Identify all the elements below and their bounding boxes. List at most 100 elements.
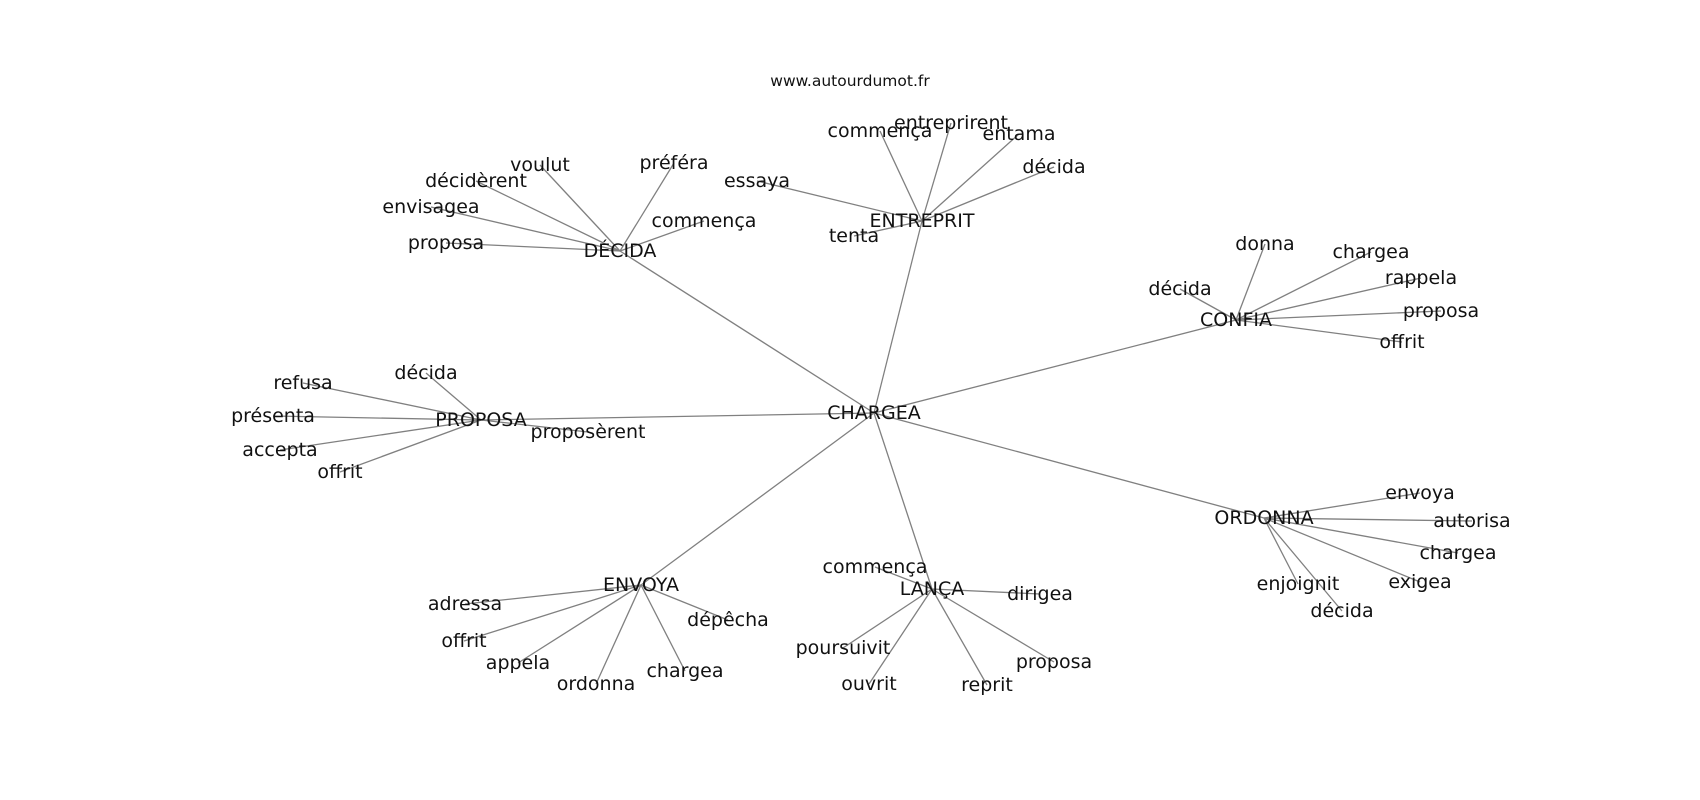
labels-layer: CHARGEA DÉCIDA ENTREPRIT CONFIA PROPOSA ORDON… xyxy=(231,112,1511,696)
edge-ordonna-o_autorisa xyxy=(1263,517,1473,522)
edge-ordonna-o_exigea xyxy=(1263,517,1421,583)
word-node-o-decida[interactable]: décida xyxy=(1310,600,1373,622)
hub-node-decida[interactable]: DÉCIDA xyxy=(584,239,657,262)
edge-chargea-confia xyxy=(873,319,1237,414)
edge-confia-c_offrit xyxy=(1235,319,1403,343)
word-node-e-entama[interactable]: entama xyxy=(983,123,1056,145)
word-node-e-essaya[interactable]: essaya xyxy=(724,170,790,192)
edge-entreprit-e_entreprirent xyxy=(921,122,952,222)
edge-entreprit-e_decida xyxy=(921,166,1055,222)
edge-entreprit-e_entama xyxy=(921,133,1020,222)
edge-proposa-p_proposerent xyxy=(480,419,589,433)
word-node-c-offrit[interactable]: offrit xyxy=(1379,331,1424,353)
edges-layer xyxy=(272,122,1473,686)
word-node-v-depecha[interactable]: dépêcha xyxy=(687,609,769,631)
word-node-o-envoya[interactable]: envoya xyxy=(1385,482,1455,504)
word-node-d-prefera[interactable]: préféra xyxy=(640,152,709,174)
edge-proposa-p_refusa xyxy=(302,382,482,421)
edge-confia-c_donna xyxy=(1235,243,1266,321)
edge-envoya-v_adressa xyxy=(464,584,642,605)
hub-node-confia[interactable]: CONFIA xyxy=(1200,309,1272,331)
word-node-c-chargea[interactable]: chargea xyxy=(1332,241,1409,263)
word-node-p-accepta[interactable]: accepta xyxy=(242,439,317,461)
hub-node-lanca[interactable]: LANÇA xyxy=(900,578,965,600)
word-node-o-chargea[interactable]: chargea xyxy=(1419,542,1496,564)
edge-ordonna-o_envoya xyxy=(1263,492,1421,519)
edge-proposa-p_decida xyxy=(425,372,482,421)
edge-entreprit-e_essaya xyxy=(756,180,923,222)
edge-decida-d_voulut xyxy=(539,164,621,252)
edge-proposa-p_accepta xyxy=(279,419,482,451)
word-node-e-tenta[interactable]: tenta xyxy=(829,225,879,247)
word-node-c-rappela[interactable]: rappela xyxy=(1385,267,1457,289)
edge-chargea-decida xyxy=(619,250,875,414)
word-node-o-autorisa[interactable]: autorisa xyxy=(1433,510,1510,532)
edge-confia-c_proposa xyxy=(1235,310,1442,321)
edge-ordonna-o_enjoignit xyxy=(1263,517,1299,585)
edge-lanca-l_commenca xyxy=(874,566,933,590)
edge-envoya-v_chargea xyxy=(640,584,686,672)
edge-chargea-proposa xyxy=(480,412,875,421)
word-node-v-appela[interactable]: appela xyxy=(486,652,550,674)
edge-ordonna-o_chargea xyxy=(1263,517,1459,554)
word-node-e-commenca[interactable]: commença xyxy=(828,120,933,142)
hub-node-envoya[interactable]: ENVOYA xyxy=(603,574,679,596)
edge-lanca-l_ouvrit xyxy=(868,588,933,685)
edge-decida-d_prefera xyxy=(619,162,675,252)
edge-chargea-envoya xyxy=(640,412,875,586)
word-node-d-commenca[interactable]: commença xyxy=(652,210,757,232)
word-node-e-decida[interactable]: décida xyxy=(1022,156,1085,178)
edge-confia-c_chargea xyxy=(1235,251,1372,321)
word-node-o-exigea[interactable]: exigea xyxy=(1388,571,1451,593)
edge-entreprit-e_commenca xyxy=(879,130,923,222)
word-node-l-commenca[interactable]: commença xyxy=(823,556,928,578)
edge-proposa-p_presenta xyxy=(272,415,482,421)
word-node-l-dirigea[interactable]: dirigea xyxy=(1007,583,1073,605)
word-node-v-ordonna[interactable]: ordonna xyxy=(557,673,636,695)
word-node-p-proposerent[interactable]: proposèrent xyxy=(531,421,646,443)
word-node-v-chargea[interactable]: chargea xyxy=(646,660,723,682)
edge-chargea-lanca xyxy=(873,412,933,590)
word-node-v-offrit[interactable]: offrit xyxy=(441,630,486,652)
word-node-d-proposa[interactable]: proposa xyxy=(408,232,484,254)
word-node-p-presenta[interactable]: présenta xyxy=(231,405,315,427)
edge-decida-d_deciderent xyxy=(475,180,621,252)
word-node-d-envisagea[interactable]: envisagea xyxy=(382,196,479,218)
word-node-l-ouvrit[interactable]: ouvrit xyxy=(841,673,896,695)
word-node-p-offrit[interactable]: offrit xyxy=(317,461,362,483)
word-node-p-decida[interactable]: décida xyxy=(394,362,457,384)
hub-node-chargea[interactable]: CHARGEA xyxy=(827,402,920,424)
edge-chargea-entreprit xyxy=(873,220,923,414)
edge-envoya-v_ordonna xyxy=(595,584,642,685)
word-node-l-reprit[interactable]: reprit xyxy=(961,674,1013,696)
edge-lanca-l_reprit xyxy=(931,588,988,686)
hub-node-proposa[interactable]: PROPOSA xyxy=(435,409,526,431)
edge-chargea-ordonna xyxy=(873,412,1265,519)
edge-envoya-v_depecha xyxy=(640,584,729,621)
hub-node-ordonna[interactable]: ORDONNA xyxy=(1214,507,1313,529)
word-node-v-adressa[interactable]: adressa xyxy=(428,593,502,615)
edge-envoya-v_offrit xyxy=(463,584,642,642)
edge-envoya-v_appela xyxy=(517,584,642,664)
word-node-l-poursuivit[interactable]: poursuivit xyxy=(796,637,891,659)
hub-node-entreprit[interactable]: ENTREPRIT xyxy=(870,210,975,232)
word-node-o-enjoignit[interactable]: enjoignit xyxy=(1257,573,1340,595)
edge-lanca-l_proposa xyxy=(931,588,1055,663)
edge-lanca-l_poursuivit xyxy=(842,588,933,649)
word-node-l-proposa[interactable]: proposa xyxy=(1016,651,1092,673)
edge-ordonna-o_decida xyxy=(1263,517,1343,612)
edge-lanca-l_dirigea xyxy=(931,588,1041,595)
edge-confia-c_rappela xyxy=(1235,277,1422,321)
word-node-d-voulut[interactable]: voulut xyxy=(510,154,570,176)
edge-proposa-p_offrit xyxy=(339,419,482,473)
edge-decida-d_proposa xyxy=(445,242,621,252)
word-node-c-proposa[interactable]: proposa xyxy=(1403,300,1479,322)
word-node-d-deciderent[interactable]: décidèrent xyxy=(425,170,527,192)
word-node-p-refusa[interactable]: refusa xyxy=(273,372,332,394)
edge-entreprit-e_tenta xyxy=(853,220,923,237)
word-node-e-entreprirent[interactable]: entreprirent xyxy=(894,112,1008,134)
word-node-c-decida[interactable]: décida xyxy=(1148,278,1211,300)
word-node-c-donna[interactable]: donna xyxy=(1235,233,1294,255)
source-watermark: www.autourdumot.fr xyxy=(770,72,930,90)
